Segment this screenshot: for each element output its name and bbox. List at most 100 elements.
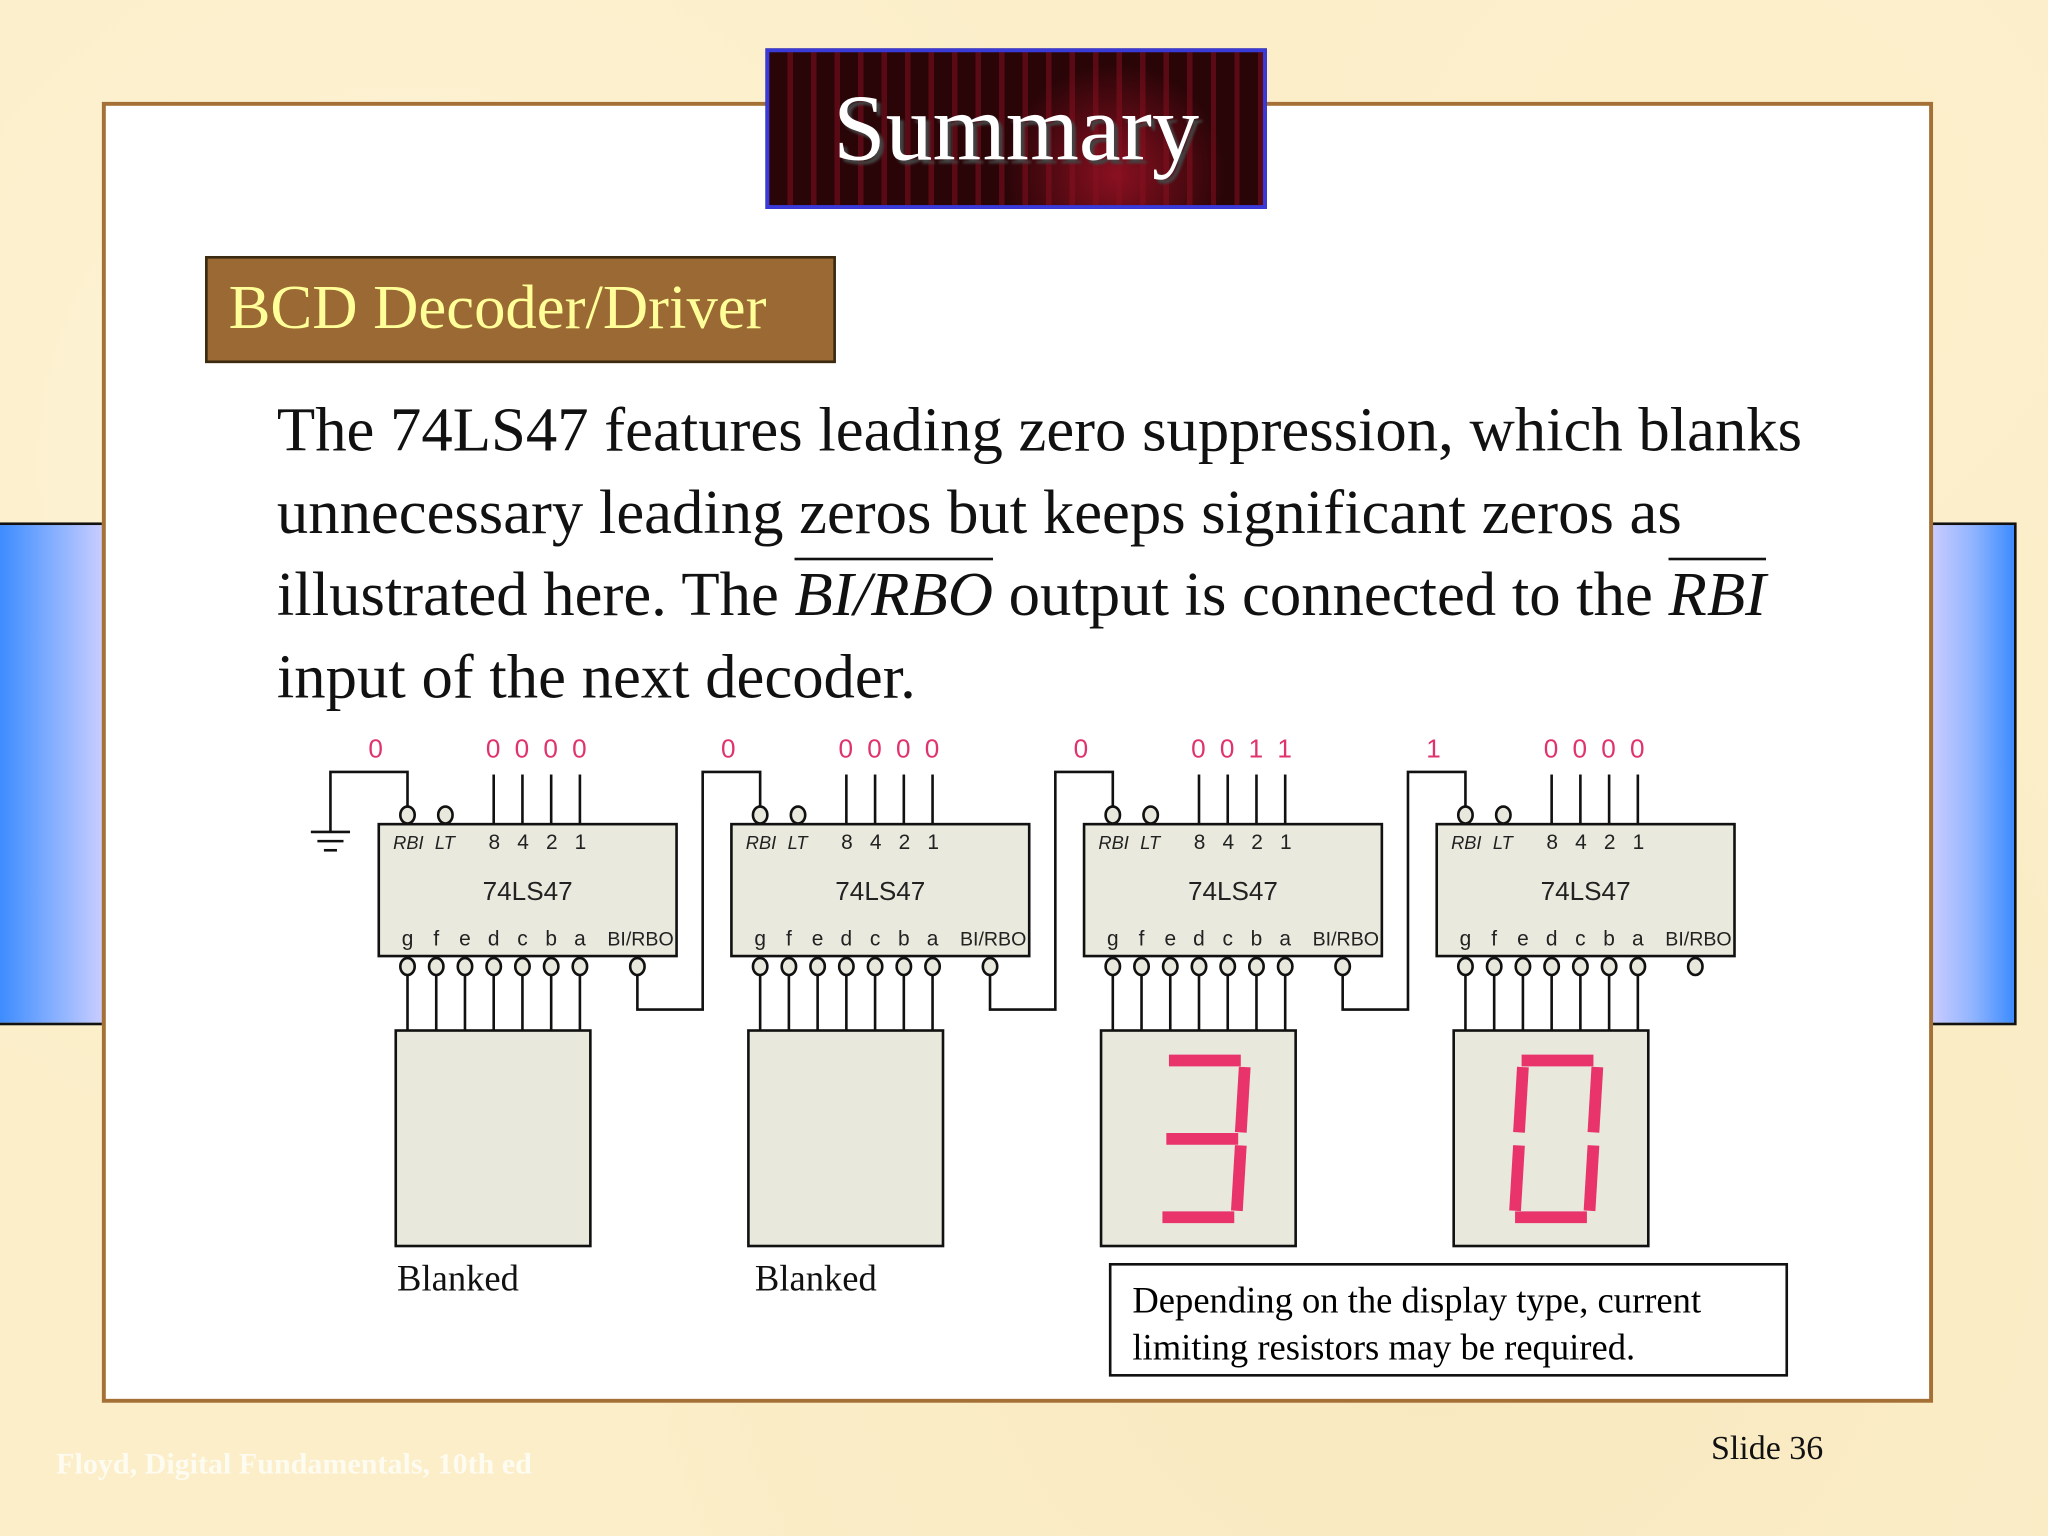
input-weight-label: 1 xyxy=(927,831,939,854)
bi-rbo-pin-label: BI/RBO xyxy=(607,929,673,951)
output-pin-label-a: a xyxy=(1632,928,1644,951)
output-pin-bubble xyxy=(895,956,913,977)
input-weight-label: 4 xyxy=(1575,831,1587,854)
output-pin-bubble xyxy=(571,956,589,977)
output-pin-bubble xyxy=(399,956,416,977)
bcd-input-value-1: 1 xyxy=(1277,734,1292,764)
output-pin-label-e: e xyxy=(1517,928,1529,951)
output-pin-bubble xyxy=(866,956,884,977)
caption-blanked-1: Blanked xyxy=(397,1259,519,1300)
decoder-chip-74ls47 xyxy=(377,822,678,958)
output-pin-label-g: g xyxy=(402,928,414,951)
input-weight-label: 2 xyxy=(899,831,911,854)
output-pin-label-a: a xyxy=(1279,928,1291,951)
rbi-input-value: 0 xyxy=(721,734,736,764)
bi-rbo-pin-bubble xyxy=(981,956,999,977)
rbi-input-value: 0 xyxy=(368,734,383,764)
note-box: Depending on the display type, current l… xyxy=(1108,1262,1789,1377)
bcd-input-value-4: 0 xyxy=(515,734,530,764)
output-pin-bubble xyxy=(1247,956,1265,977)
output-pin-bubble xyxy=(542,956,560,977)
body-paragraph: The 74LS47 features leading zero suppres… xyxy=(277,389,1884,718)
rbo-to-rbi-wire xyxy=(1341,770,1467,1011)
rbi-pin-label: RBI xyxy=(746,832,776,853)
output-pin-bubble xyxy=(924,956,942,977)
output-pin-label-d: d xyxy=(1546,928,1558,951)
bcd-input-value-8: 0 xyxy=(1544,734,1559,764)
input-weight-label: 2 xyxy=(546,831,558,854)
lt-pin-bubble xyxy=(436,805,454,825)
decoder-chip-74ls47 xyxy=(730,822,1031,958)
bcd-input-value-2: 0 xyxy=(543,734,558,764)
output-pin-label-e: e xyxy=(459,928,471,951)
chip-part-number: 74LS47 xyxy=(835,876,925,906)
output-pin-label-b: b xyxy=(1603,928,1615,951)
input-weight-label: 1 xyxy=(1280,831,1292,854)
bcd-input-value-1: 0 xyxy=(1630,734,1645,764)
rbi-pin-bubble xyxy=(399,805,416,825)
input-weight-label: 8 xyxy=(1546,831,1558,854)
output-pin-bubble xyxy=(751,956,769,977)
rbi-term: RBI xyxy=(1668,560,1766,630)
output-pin-bubble xyxy=(1629,956,1647,977)
bi-rbo-pin-bubble xyxy=(1334,956,1352,977)
right-blue-bar xyxy=(1930,522,2017,1026)
output-pin-label-g: g xyxy=(754,928,766,951)
display-segment-b xyxy=(1587,1066,1604,1133)
rbi-pin-bubble xyxy=(1456,805,1474,825)
lt-pin-label: LT xyxy=(435,832,457,853)
title-banner: Summary xyxy=(765,48,1267,209)
input-weight-label: 4 xyxy=(517,831,529,854)
output-pin-label-f: f xyxy=(433,928,439,951)
rbi-pin-label: RBI xyxy=(1098,832,1128,853)
output-pin-label-b: b xyxy=(898,928,910,951)
output-pin-label-c: c xyxy=(1575,928,1585,951)
bcd-input-value-1: 0 xyxy=(572,734,587,764)
bcd-input-value-8: 0 xyxy=(1191,734,1206,764)
output-pin-bubble xyxy=(1514,956,1532,977)
output-pin-label-e: e xyxy=(812,928,824,951)
output-pin-bubble xyxy=(1161,956,1179,977)
lt-pin-bubble xyxy=(789,805,807,825)
chip-part-number: 74LS47 xyxy=(483,876,573,906)
rbi-pin-bubble xyxy=(751,805,769,825)
subtitle-box: BCD Decoder/Driver xyxy=(205,255,836,364)
output-pin-bubble xyxy=(780,956,798,977)
bcd-input-value-4: 0 xyxy=(1220,734,1235,764)
input-weight-label: 8 xyxy=(841,831,853,854)
output-pin-bubble xyxy=(837,956,855,977)
output-pin-label-d: d xyxy=(841,928,853,951)
output-pin-label-b: b xyxy=(1251,928,1263,951)
decoder-chip-74ls47 xyxy=(1082,822,1384,958)
seven-segment-display xyxy=(747,1029,945,1248)
bcd-input-value-2: 1 xyxy=(1249,734,1264,764)
output-pin-label-a: a xyxy=(574,928,586,951)
input-weight-label: 4 xyxy=(1223,831,1235,854)
bi-rbo-term: BI/RBO xyxy=(794,560,993,630)
seven-segment-display xyxy=(394,1029,592,1248)
display-segment-c xyxy=(1231,1145,1247,1212)
bi-rbo-pin-label: BI/RBO xyxy=(1665,929,1731,951)
display-segment-e xyxy=(1509,1145,1525,1212)
output-pin-label-f: f xyxy=(786,928,792,951)
paragraph-text: The 74LS47 features leading zero suppres… xyxy=(276,395,1803,630)
lt-pin-bubble xyxy=(1142,805,1160,825)
input-weight-label: 8 xyxy=(1194,831,1206,854)
note-line: limiting resistors may be required. xyxy=(1132,1328,1636,1369)
paragraph-text: output is connected to the xyxy=(992,560,1669,630)
lt-pin-label: LT xyxy=(1493,832,1515,853)
output-pin-bubble xyxy=(1600,956,1618,977)
bcd-input-value-4: 0 xyxy=(1573,734,1588,764)
rbo-to-rbi-wire xyxy=(988,770,1115,1011)
footer-credit: Floyd, Digital Fundamentals, 10th ed xyxy=(56,1447,532,1480)
bi-rbo-pin-label: BI/RBO xyxy=(1313,929,1379,951)
display-segment-c xyxy=(1583,1145,1600,1212)
bi-rbo-pin-bubble xyxy=(628,956,646,977)
output-pin-bubble xyxy=(1456,956,1474,977)
display-segment-b xyxy=(1234,1066,1251,1133)
bcd-input-value-2: 0 xyxy=(1601,734,1616,764)
input-weight-label: 1 xyxy=(1633,831,1645,854)
output-pin-label-g: g xyxy=(1107,928,1119,951)
